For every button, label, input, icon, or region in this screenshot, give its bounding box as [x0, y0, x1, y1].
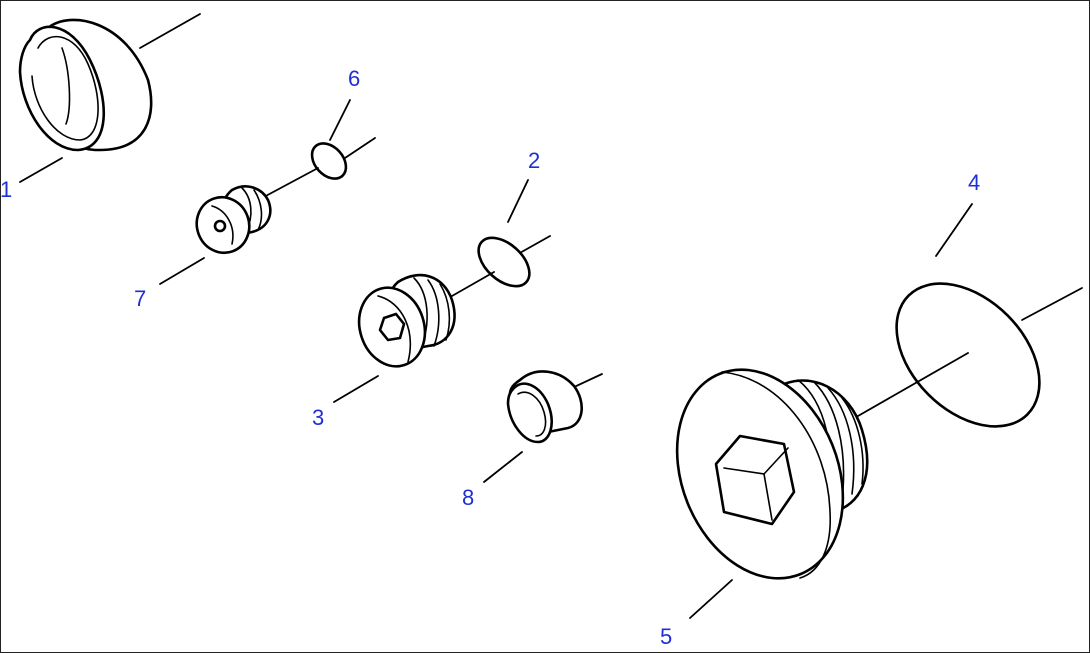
part-7-plug: [195, 167, 319, 255]
part-3-hex-socket: [378, 312, 406, 342]
part-1-inner-shadow: [61, 47, 71, 125]
part-4-oring: [895, 282, 1083, 428]
leader-6: [329, 99, 351, 141]
callout-4: 4: [968, 170, 980, 195]
part-5-axis: [857, 352, 969, 417]
callout-8: 8: [462, 485, 474, 510]
part-2-ring: [477, 236, 531, 288]
part-2-axis-right: [517, 235, 551, 255]
leader-3: [333, 375, 379, 403]
part-7-thread-line-2: [253, 189, 263, 231]
part-5-plug: [675, 352, 969, 580]
part-8-cup: [506, 370, 603, 444]
part-6-oring: [310, 137, 376, 180]
part-1-cup: [18, 13, 201, 152]
leader-1: [19, 157, 63, 183]
callout-7: 7: [134, 286, 146, 311]
part-3-head-rim: [377, 295, 412, 363]
part-4-axis-right: [1021, 287, 1083, 321]
part-6-axis-right: [344, 137, 376, 159]
part-1-axis: [139, 13, 201, 49]
part-3-thread-line-2: [427, 279, 440, 347]
part-5-hex-inner-2: [763, 447, 789, 475]
part-7-head-rim: [211, 205, 234, 245]
part-3-plug: [357, 271, 495, 368]
leader-8: [483, 451, 523, 483]
leader-7: [159, 257, 205, 285]
callout-2: 2: [528, 148, 540, 173]
part-5-thread-line-3: [827, 387, 855, 495]
part-7-axis: [261, 167, 319, 199]
part-3-thread-line-3: [439, 283, 451, 341]
leader-2: [507, 179, 529, 223]
callout-6: 6: [348, 66, 360, 91]
part-7-socket: [213, 219, 227, 233]
leader-5: [689, 579, 733, 619]
callout-5: 5: [660, 624, 672, 649]
leader-4: [935, 203, 973, 257]
part-1-rim: [18, 25, 106, 152]
part-1-inner-rim: [31, 35, 99, 141]
part-5-thread-line-4: [841, 397, 864, 485]
part-8-axis: [571, 373, 603, 389]
part-2-oring: [477, 235, 551, 288]
part-5-hex-socket: [714, 434, 796, 526]
part-8-rim: [506, 382, 553, 444]
part-6-ring: [310, 142, 348, 180]
callout-3: 3: [312, 405, 324, 430]
part-3-axis: [451, 271, 495, 297]
part-4-ring: [895, 282, 1041, 428]
part-8-inner-rim: [517, 391, 547, 437]
part-5-flange-edge: [721, 371, 831, 579]
callout-1: 1: [0, 177, 12, 202]
